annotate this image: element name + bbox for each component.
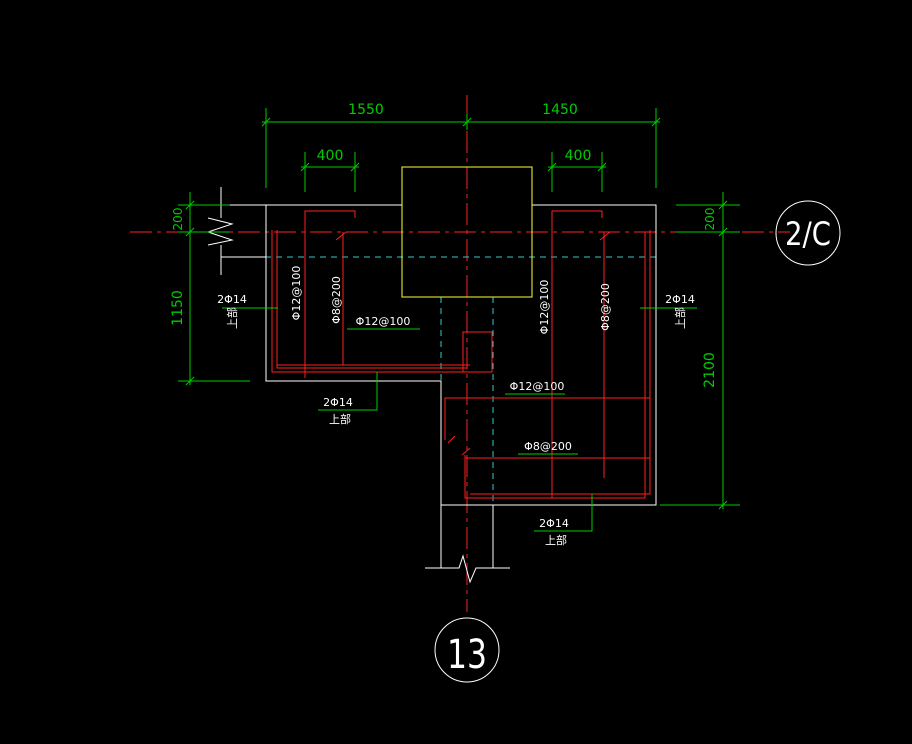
dim-text-left-height: 1150 xyxy=(170,290,186,326)
leader-mid xyxy=(318,372,378,411)
label-bar-mid-qty: 2Φ14 xyxy=(323,396,353,409)
axis-label-horizontal: 2/C xyxy=(785,215,831,253)
dim-small-left-tick-1 xyxy=(300,162,310,172)
dim-small-right-tick-2 xyxy=(597,162,607,172)
label-bar-left-qty: 2Φ14 xyxy=(217,293,247,306)
rebar-right-top-hook xyxy=(551,210,603,498)
label-bar-mid-pos: 上部 xyxy=(329,412,351,426)
label-v-left-a: Φ12@100 xyxy=(290,266,303,321)
dim-left-tick-1 xyxy=(185,200,195,210)
label-v-left-b: Φ8@200 xyxy=(330,276,343,324)
leader-lines xyxy=(222,307,697,532)
dim-small-right-tick-1 xyxy=(547,162,557,172)
dim-text-top-right: 1450 xyxy=(542,102,578,118)
dim-small-left-tick-2 xyxy=(350,162,360,172)
rebar-right-tick xyxy=(599,231,611,241)
rebar-group xyxy=(271,210,655,499)
rebar-right-outer-2 xyxy=(470,230,651,495)
rebar-left-top-hook xyxy=(304,210,356,378)
label-bar-bot-pos: 上部 xyxy=(545,533,567,547)
rebar-right-outer xyxy=(464,232,646,499)
axis-bubble-circle-h xyxy=(775,200,841,266)
dim-top-tick-2 xyxy=(462,117,472,127)
axis-bubble-vertical: 13 xyxy=(434,617,500,683)
dim-top-tick-3 xyxy=(651,117,661,127)
rebar-lower-stirrup xyxy=(444,397,650,440)
dim-text-top-left: 1550 xyxy=(348,102,384,118)
rebar-left-stirrup xyxy=(271,230,493,373)
label-bar-right-qty: 2Φ14 xyxy=(665,293,695,306)
dim-text-left-top: 200 xyxy=(171,208,185,231)
leader-bottom xyxy=(534,494,593,532)
label-h-left: Φ12@100 xyxy=(356,315,411,328)
dim-text-small-left: 400 xyxy=(317,148,344,164)
axis-bubble-horizontal: 2/C xyxy=(775,200,841,266)
dim-right-tick-1 xyxy=(718,200,728,210)
dim-right-tick-3 xyxy=(718,500,728,510)
dim-left-tick-2 xyxy=(185,227,195,237)
label-v-right-b: Φ8@200 xyxy=(599,283,612,331)
dim-text-right-height: 2100 xyxy=(702,352,718,388)
rebar-lower-tick-2 xyxy=(461,447,471,456)
label-bar-bot-qty: 2Φ14 xyxy=(539,517,569,530)
rebar-left-stirrup-inner xyxy=(276,230,467,369)
dim-right-tick-2 xyxy=(718,227,728,237)
label-h-lower-a: Φ12@100 xyxy=(510,380,565,393)
label-v-right-a: Φ12@100 xyxy=(538,280,551,335)
dimension-texts: 1550 1450 400 400 200 1150 200 2100 xyxy=(170,102,718,388)
dim-text-small-right: 400 xyxy=(565,148,592,164)
dim-left-tick-3 xyxy=(185,376,195,386)
rebar-texts: Φ12@100 Φ8@200 Φ12@100 Φ8@200 Φ12@100 Φ1… xyxy=(217,266,695,547)
label-h-lower-b: Φ8@200 xyxy=(524,440,572,453)
break-symbol-bottom xyxy=(425,554,510,584)
axis-bubble-circle-v xyxy=(434,617,500,683)
rebar-left-tick xyxy=(335,231,347,241)
dim-text-right-top: 200 xyxy=(703,208,717,231)
dim-top-tick-1 xyxy=(261,117,271,127)
dimension-lines xyxy=(178,108,740,510)
label-bar-left-pos: 上部 xyxy=(225,307,239,329)
column-section xyxy=(401,166,533,298)
rebar-lower-tick xyxy=(447,435,456,444)
axis-label-vertical: 13 xyxy=(447,632,487,678)
label-bar-right-pos: 上部 xyxy=(673,307,687,329)
